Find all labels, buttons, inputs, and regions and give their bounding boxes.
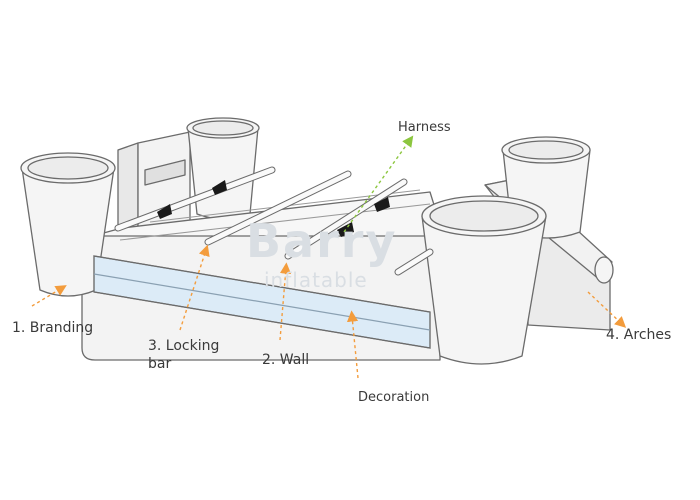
locking-bars (114, 166, 434, 276)
locking-bar-2 (204, 170, 352, 246)
harness-clip-4 (374, 197, 390, 212)
cup-back-right (501, 136, 591, 239)
decoration-panel (93, 255, 431, 349)
locking-bar-3 (284, 178, 408, 260)
locking-bar-1 (114, 166, 276, 232)
callout-locking-bar (179, 244, 210, 331)
locking-bar-4 (394, 248, 434, 276)
cup-back-left (186, 117, 260, 220)
label-wall: 2. Wall (262, 352, 310, 368)
label-decoration: Decoration (358, 390, 430, 405)
cup-front-left (20, 152, 116, 297)
callout-decoration (346, 310, 359, 379)
label-arches: 4. Arches (606, 327, 672, 343)
callout-arches (587, 291, 627, 328)
callout-harness (343, 135, 414, 233)
harness-clip-2 (212, 180, 227, 195)
harness-clip-1 (157, 204, 172, 219)
label-harness: Harness (398, 120, 451, 135)
label-branding: 1. Branding (12, 320, 94, 336)
label-locking-bar-line1: 3. Locking (148, 338, 220, 354)
label-locking-bar-line2: bar (148, 356, 172, 372)
callout-wall (279, 262, 292, 341)
cup-front-right (421, 195, 547, 365)
